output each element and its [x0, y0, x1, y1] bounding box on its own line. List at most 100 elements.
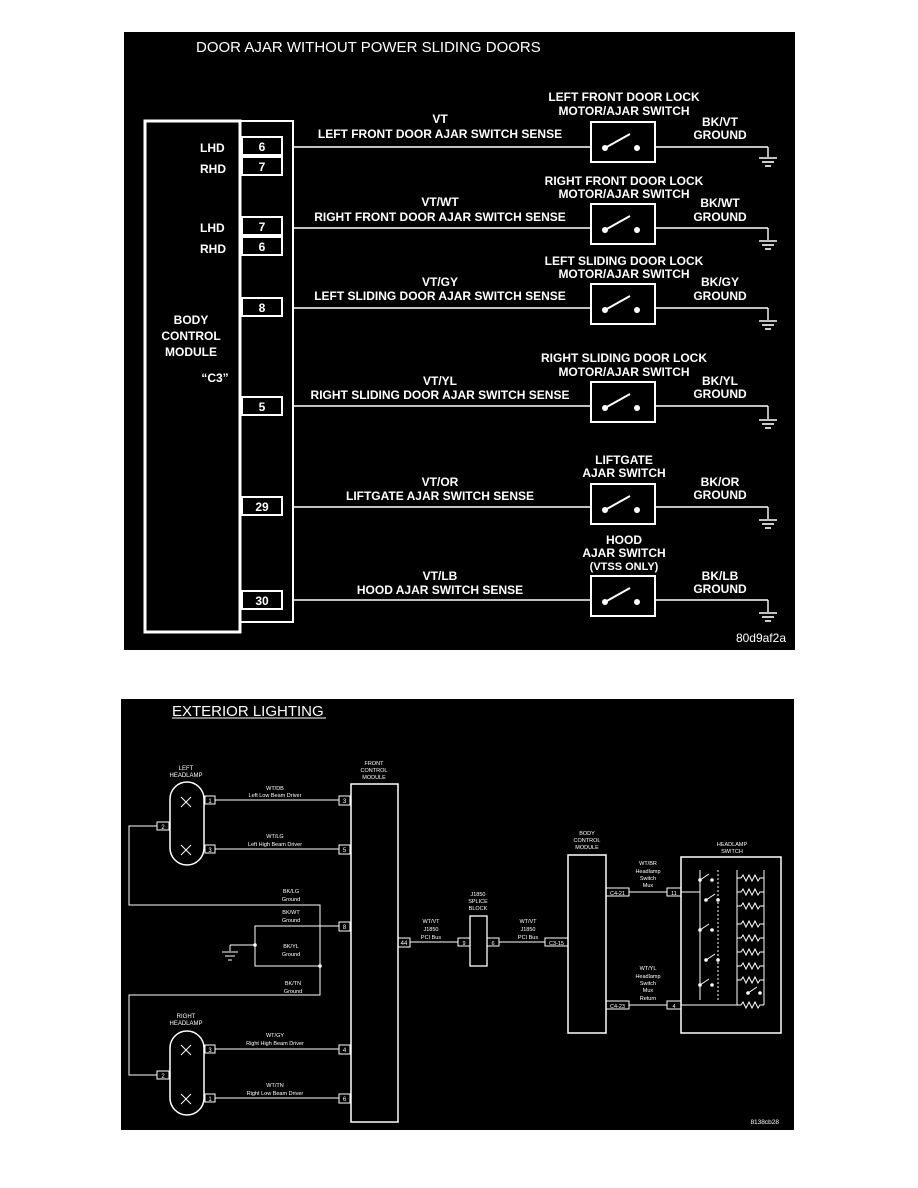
front-control-module-box — [350, 783, 399, 1123]
diagram1-background — [124, 32, 795, 650]
fcm-pin: 4 — [343, 1048, 347, 1054]
headlamp-switch-box — [680, 856, 782, 1034]
left-headlamp-pin: 1 — [208, 799, 212, 805]
wire-desc: Ground — [284, 989, 302, 995]
pci-bus-code-left: WT/VT — [422, 919, 440, 925]
headlamp-switch-pin: 11 — [671, 891, 677, 897]
right-headlamp-pin: 2 — [161, 1074, 165, 1080]
ground-wire-code: BK/OR — [701, 475, 740, 489]
pin-box — [241, 590, 283, 610]
switch-label-line1: RIGHT SLIDING DOOR LOCK — [541, 351, 707, 365]
return-wire-label-1: Headlamp — [635, 974, 660, 980]
wire-code: WT/LG — [266, 834, 283, 840]
ground-wire-code: BK/GY — [701, 275, 739, 289]
module-label-line3: MODULE — [165, 345, 217, 359]
switch-label-line1: LEFT SLIDING DOOR LOCK — [545, 254, 704, 268]
pci-bus-j1850-right: J1850 — [521, 927, 536, 933]
circuit-row: VT LEFT FRONT DOOR AJAR SWITCH SENSE LEF… — [293, 90, 778, 167]
wire-desc: Right Low Beam Driver — [247, 1091, 304, 1097]
module-connector-frame — [239, 120, 294, 623]
fcm-pin: 3 — [343, 799, 347, 805]
switch-label-line2: AJAR SWITCH — [582, 466, 665, 480]
fcm-label-1: FRONT — [365, 761, 385, 767]
mux-wire-label-3: Mux — [643, 883, 654, 889]
switch-label-line1: LEFT FRONT DOOR LOCK — [548, 90, 700, 104]
pin-number: 8 — [259, 301, 266, 315]
pin-number: 30 — [255, 594, 269, 608]
rhd-label-2: RHD — [200, 242, 226, 256]
wire-desc: Right High Beam Driver — [246, 1041, 304, 1047]
circuit-row: VT/OR LIFTGATE AJAR SWITCH SENSE LIFTGAT… — [293, 453, 778, 529]
pin-number: 6 — [259, 140, 266, 154]
wire-code: BK/YL — [283, 944, 299, 950]
pin-box — [241, 136, 283, 156]
pci-bus-j1850-left: J1850 — [424, 927, 439, 933]
pci-bus-label-right: PCI Bus — [518, 935, 538, 941]
splice-label-2: SPLICE — [468, 899, 488, 905]
bcm-label-2: CONTROL — [574, 838, 601, 844]
fcm-pin: 44 — [401, 941, 408, 947]
splice-label-3: BLOCK — [469, 906, 488, 912]
return-wire-code: WT/YL — [640, 966, 657, 972]
pin-number: 6 — [259, 240, 266, 254]
ground-wire-code: BK/LB — [702, 569, 739, 583]
ground-icon — [222, 951, 238, 961]
sense-circuit-label: RIGHT SLIDING DOOR AJAR SWITCH SENSE — [311, 388, 570, 402]
switch-label-line1: LIFTGATE — [595, 453, 653, 467]
left-headlamp-body — [169, 781, 205, 866]
fcm-pin: 8 — [343, 925, 347, 931]
switch-label-line2: AJAR SWITCH — [582, 546, 665, 560]
pci-bus-code-right: WT/VT — [519, 919, 537, 925]
bcm-label-3: MODULE — [575, 845, 599, 851]
left-headlamp-pin: 2 — [161, 825, 165, 831]
pin-box — [241, 236, 283, 256]
return-wire-label-2: Switch — [640, 981, 656, 987]
diagram2-title: EXTERIOR LIGHTING — [172, 703, 324, 720]
left-headlamp-pin: 3 — [208, 848, 212, 854]
ground-wire-code: BK/YL — [702, 374, 738, 388]
ground-label: GROUND — [693, 210, 747, 224]
module-label-line2: CONTROL — [161, 329, 220, 343]
bcm-label-1: BODY — [579, 831, 595, 837]
pin-box — [241, 396, 283, 416]
right-headlamp-label-2: HEADLAMP — [169, 1021, 202, 1027]
return-wire-label-3: Mux — [643, 988, 654, 994]
diagram2-background — [121, 699, 794, 1130]
diagram1-image-id: 80d9af2a — [736, 631, 786, 645]
left-headlamp-label-2: HEADLAMP — [169, 773, 202, 779]
splice-pin: 6 — [491, 941, 494, 947]
bcm-pin: C4-21 — [610, 891, 625, 897]
door-ajar-diagram: DOOR AJAR WITHOUT POWER SLIDING DOORS BO… — [124, 32, 795, 650]
right-headlamp-body — [169, 1030, 205, 1116]
right-high-filament-icon — [180, 1044, 192, 1056]
switch-label-line3: (VTSS ONLY) — [590, 561, 659, 573]
switch-label-line2: MOTOR/AJAR SWITCH — [558, 365, 689, 379]
circuit-row: VT/YL RIGHT SLIDING DOOR AJAR SWITCH SEN… — [293, 351, 778, 429]
return-wire-label-4: Return — [640, 996, 657, 1002]
lhd-label-1: LHD — [200, 141, 225, 155]
left-high-filament-icon — [180, 796, 192, 808]
wire-desc: Ground — [282, 897, 300, 903]
sense-circuit-label: LEFT FRONT DOOR AJAR SWITCH SENSE — [318, 127, 562, 141]
pin-box — [241, 156, 283, 176]
ground-wire-code: BK/WT — [700, 196, 740, 210]
mux-wire-code: WT/BR — [639, 861, 657, 867]
bcm-pin: C3-15 — [549, 941, 564, 947]
pin-number: 7 — [259, 220, 266, 234]
right-headlamp-pin: 1 — [208, 1097, 212, 1103]
fcm-pin: 6 — [343, 1097, 347, 1103]
ground-label: GROUND — [693, 582, 747, 596]
left-headlamp-label-1: LEFT — [179, 766, 194, 772]
circuit-row: VT/GY LEFT SLIDING DOOR AJAR SWITCH SENS… — [293, 254, 778, 330]
lhd-label-2: LHD — [200, 221, 225, 235]
sense-circuit-label: RIGHT FRONT DOOR AJAR SWITCH SENSE — [314, 210, 566, 224]
headlamp-switch-label-2: SWITCH — [721, 849, 743, 855]
sense-wire-code: VT/WT — [421, 195, 459, 209]
pin-number: 7 — [259, 160, 266, 174]
pin-number: 29 — [255, 500, 269, 514]
diagram2-image-id: 8138cb28 — [750, 1119, 779, 1126]
connector-c3-label: “C3” — [201, 371, 228, 385]
ground-label: GROUND — [693, 387, 747, 401]
wire-desc: Left Low Beam Driver — [249, 793, 302, 799]
